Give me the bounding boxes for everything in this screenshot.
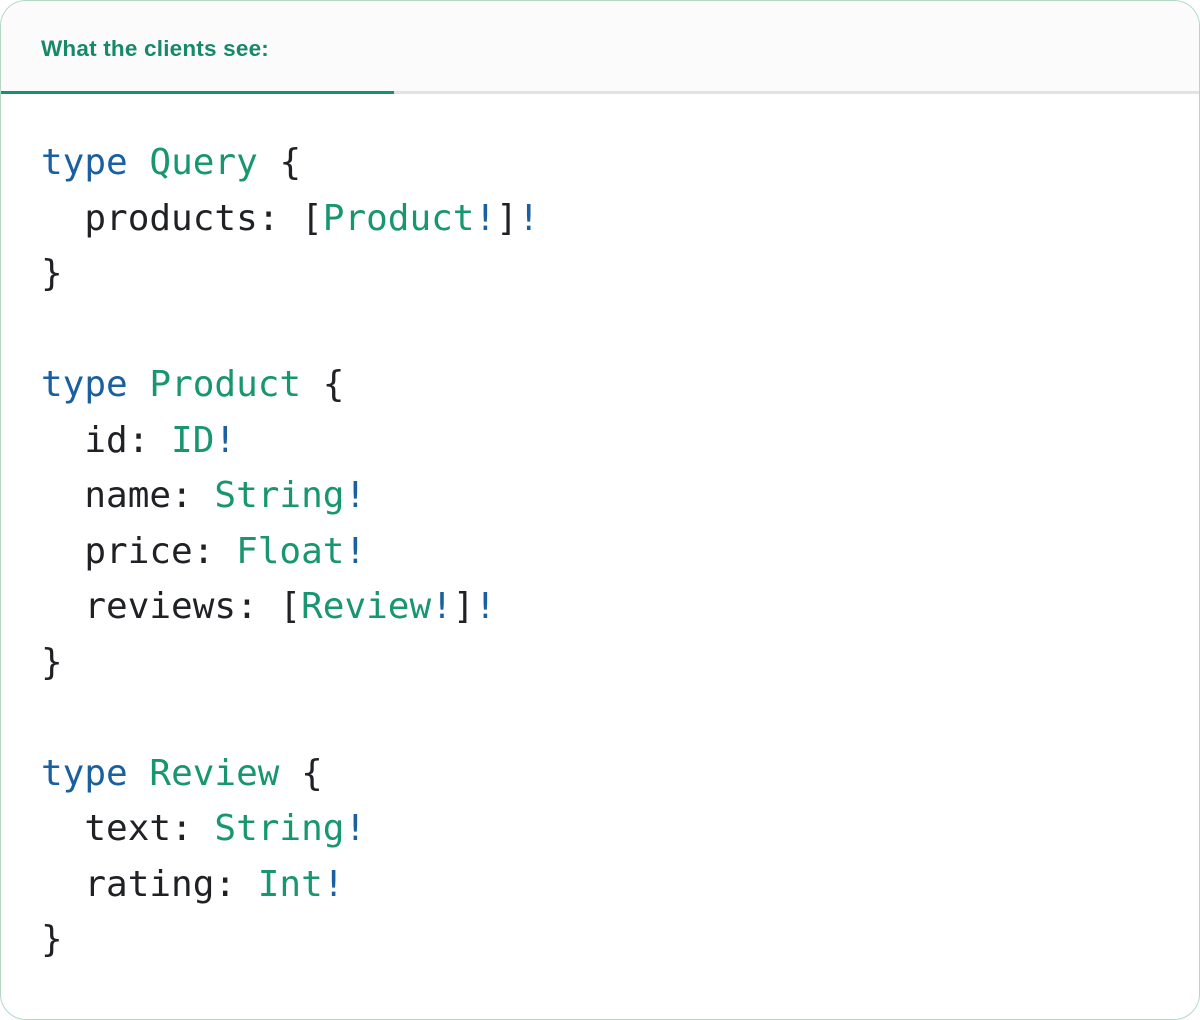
code-token: String (214, 475, 345, 516)
code-token: Float (236, 530, 345, 572)
code-block: type Query { products: [Product!]!} type… (1, 94, 1199, 968)
tab-label: What the clients see: (41, 36, 270, 61)
code-token: String (214, 808, 345, 849)
code-token: Query (149, 142, 258, 183)
code-line: } (41, 246, 1169, 302)
code-token: ! (474, 197, 497, 239)
tab-what-clients-see[interactable]: What the clients see: (1, 1, 394, 94)
code-line: id: ID! (41, 413, 1169, 469)
code-line: price: Float! (41, 524, 1169, 580)
code-token: } (41, 253, 63, 294)
code-token: type (41, 364, 128, 405)
code-token: } (41, 641, 63, 683)
code-token: name: (41, 475, 215, 516)
code-line: products: [Product!]! (41, 191, 1169, 247)
code-token: text: (41, 808, 215, 849)
code-token: ! (431, 586, 453, 627)
code-line: } (41, 635, 1169, 691)
code-line: name: String! (41, 468, 1169, 524)
code-line: type Query { (41, 135, 1169, 191)
code-line (41, 690, 1169, 746)
code-token: type (41, 752, 128, 794)
code-line: type Review { (41, 746, 1169, 802)
code-token: ] (496, 197, 518, 239)
code-line: reviews: [Review!]! (41, 579, 1169, 635)
code-token: { (257, 142, 302, 183)
code-token: Product (149, 364, 302, 405)
code-token: price: (41, 530, 237, 572)
code-token: id: (41, 419, 172, 461)
code-token (128, 142, 150, 183)
code-token: ! (344, 530, 367, 572)
code-line (41, 302, 1169, 358)
code-token: { (301, 364, 345, 405)
code-token: Review (301, 586, 432, 627)
code-token: ID (171, 419, 215, 461)
code-token: type (41, 142, 128, 183)
code-token: rating: (41, 863, 258, 905)
code-token (128, 364, 150, 405)
code-line: rating: Int! (41, 857, 1169, 913)
code-token: ! (474, 586, 497, 627)
code-token: ! (517, 197, 540, 239)
tab-active-underline (1, 90, 394, 94)
panel-header: What the clients see: (1, 1, 1199, 94)
code-line: type Product { (41, 357, 1169, 413)
code-token: ! (214, 419, 237, 461)
code-token: Review (149, 752, 280, 794)
code-token: ! (344, 808, 367, 849)
code-token: ! (322, 863, 345, 905)
code-token: Product (322, 197, 475, 239)
code-line: text: String! (41, 801, 1169, 857)
code-token: { (279, 752, 323, 794)
code-token: } (41, 919, 63, 960)
code-line: } (41, 912, 1169, 968)
code-token: ! (344, 475, 367, 516)
code-token: products: [ (41, 197, 323, 239)
code-token (128, 753, 150, 794)
code-token: reviews: [ (41, 586, 302, 627)
code-token: ] (452, 586, 475, 627)
code-token: Int (257, 863, 323, 905)
